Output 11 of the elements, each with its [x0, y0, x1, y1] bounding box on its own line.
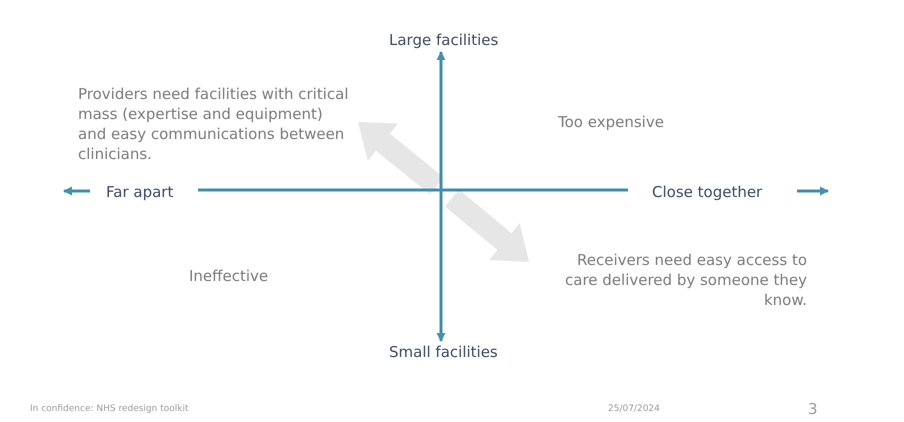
axis-label: Far apart — [106, 182, 174, 202]
annotation-text: Providers need facilities with critical mass (expertise and equipment) and easy communications between clinicians. — [78, 84, 350, 164]
axis-label: Close together — [652, 182, 762, 202]
page-number: 3 — [808, 399, 818, 419]
footer-text: In confidence: NHS redesign toolkit — [30, 403, 188, 415]
date-text: 25/07/2024 — [608, 403, 660, 415]
axis-label: Small facilities — [389, 342, 498, 362]
quadrant-label: Ineffective — [189, 266, 268, 286]
axis-label: Large facilities — [389, 30, 498, 50]
annotation-text: Receivers need easy access to care delivered by someone they know. — [564, 250, 807, 310]
quadrant-label: Too expensive — [558, 112, 664, 132]
